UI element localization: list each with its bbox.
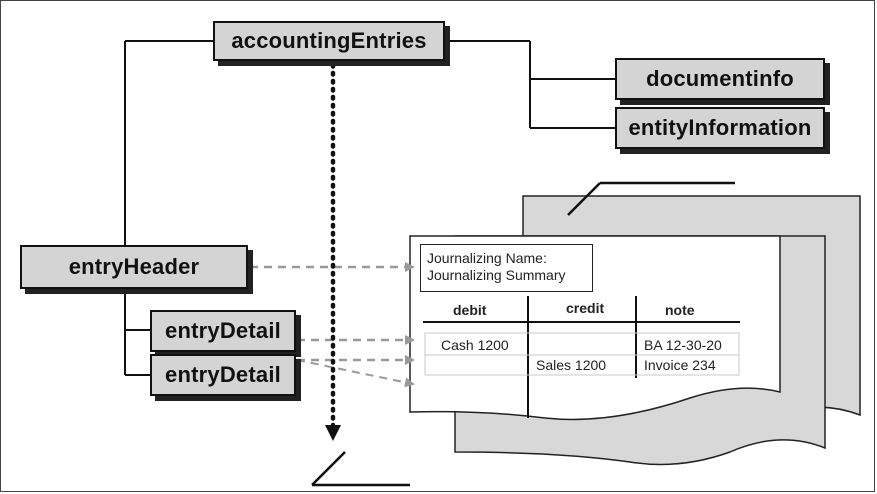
column-header-credit: credit (566, 300, 605, 316)
journalizing-name-label: Journalizing Name: (427, 250, 547, 266)
dashed-arrow-detail-3 (296, 359, 415, 388)
node-entry-header: entryHeader (20, 245, 248, 289)
document-page-tab-edge (567, 182, 601, 216)
journalizing-summary-label: Journalizing Summary (427, 267, 566, 283)
node-entry-detail-1: entryDetail (150, 310, 296, 352)
journalizing-summary-box: Journalizing Name: Journalizing Summary (420, 244, 593, 292)
table-row-2-bg (424, 354, 740, 376)
cell-note-row-2: Invoice 234 (644, 357, 716, 373)
column-header-debit: debit (453, 302, 487, 318)
node-accounting-entries: accountingEntries (213, 21, 445, 61)
bottom-bracket-diagonal (311, 451, 346, 486)
node-entity-information: entityInformation (615, 107, 825, 149)
node-entry-detail-2: entryDetail (150, 354, 296, 396)
node-documentinfo: documentinfo (615, 58, 825, 100)
cell-credit-row-2: Sales 1200 (536, 357, 607, 373)
cell-debit-row-1: Cash 1200 (441, 337, 509, 353)
cell-note-row-1: BA 12-30-20 (644, 337, 722, 353)
column-header-note: note (665, 302, 695, 318)
